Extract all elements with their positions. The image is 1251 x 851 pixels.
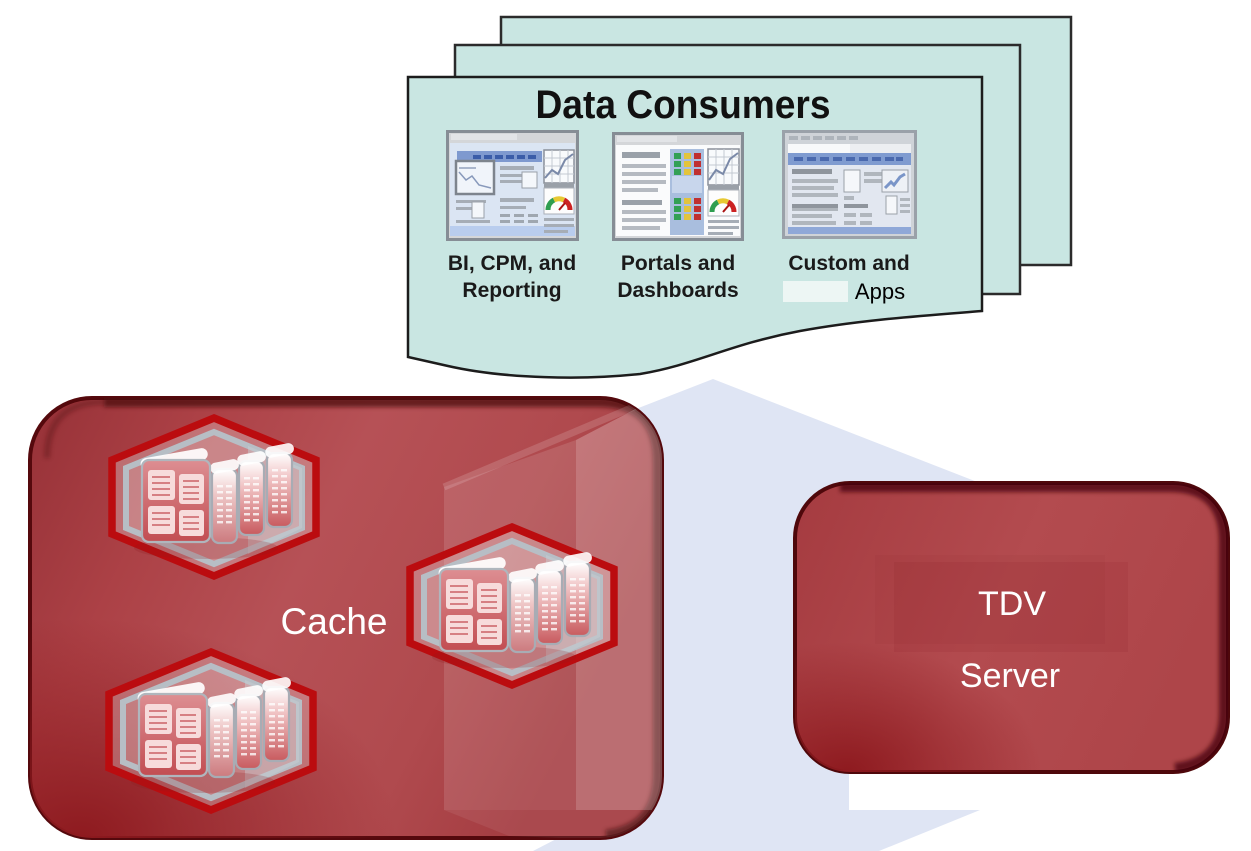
svg-text:BI, CPM, and: BI, CPM, and <box>448 252 576 275</box>
svg-text:Reporting: Reporting <box>462 279 561 302</box>
svg-text:Portals and: Portals and <box>621 252 735 275</box>
svg-text:Data Consumers: Data Consumers <box>536 83 831 127</box>
svg-text:TDV: TDV <box>978 585 1046 623</box>
svg-text:Apps: Apps <box>855 279 905 304</box>
svg-text:Server: Server <box>960 657 1060 695</box>
svg-text:Cache: Cache <box>281 601 388 642</box>
svg-text:Dashboards: Dashboards <box>617 279 738 302</box>
svg-text:Custom and: Custom and <box>788 252 909 275</box>
